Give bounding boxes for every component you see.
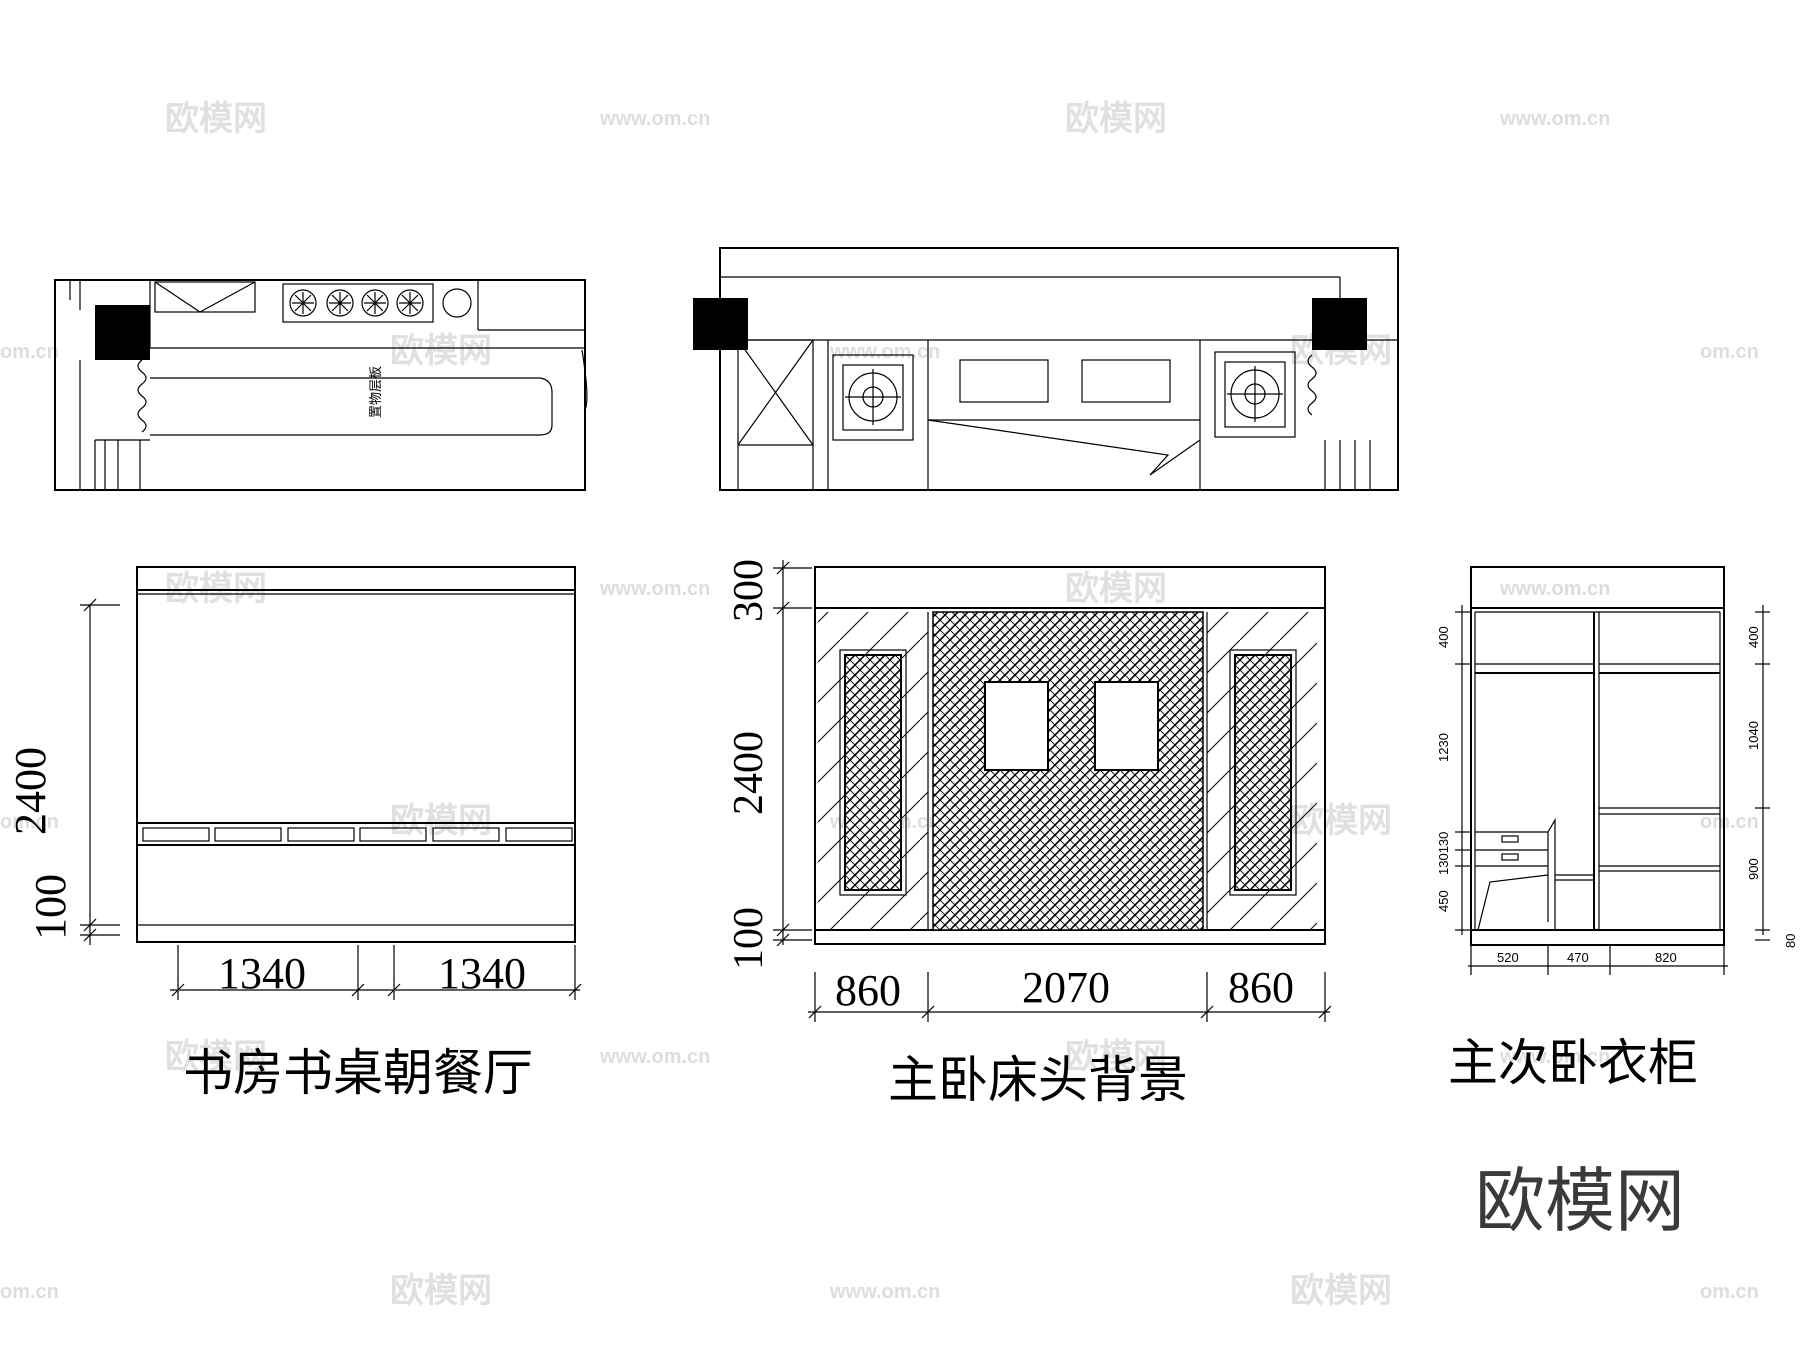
dim-left-top: 400: [1436, 626, 1451, 648]
study-elevation: 2400 100 1340 1340 书房书桌朝餐厅: [6, 566, 582, 1102]
watermark-text: 欧模网: [390, 1271, 492, 1311]
dim-width-right: 860: [1228, 963, 1294, 1012]
watermark-text: 欧模网: [165, 1037, 267, 1077]
watermark-url: www.om.cn: [1499, 578, 1610, 600]
dim-left-bottom: 450: [1436, 890, 1451, 912]
watermark-url: om.cn: [0, 1281, 59, 1303]
dim-width-2: 470: [1567, 950, 1589, 965]
watermark-url: www.om.cn: [599, 108, 710, 130]
watermark-url: www.om.cn: [1499, 1046, 1610, 1068]
dim-right-mid: 1040: [1746, 721, 1761, 750]
brand-logo: 欧模网: [1475, 1160, 1685, 1242]
dim-width-right: 1340: [438, 949, 526, 998]
dim-width-1: 520: [1497, 950, 1519, 965]
watermark-url: om.cn: [0, 811, 59, 833]
dim-left-mid: 1230: [1436, 733, 1451, 762]
wardrobe-elevation: 400 1230 130130 450 400 1040 900 80 520 …: [1436, 566, 1798, 1092]
dim-height: 2400: [6, 747, 55, 835]
watermark-url: om.cn: [1700, 1281, 1759, 1303]
dim-width-center: 2070: [1022, 963, 1110, 1012]
dim-width-left: 860: [835, 966, 901, 1015]
dim-top: 300: [726, 559, 772, 622]
bedroom-plan: [693, 247, 1399, 491]
watermark-url: om.cn: [0, 341, 59, 363]
watermark-url: www.om.cn: [1499, 108, 1610, 130]
study-plan: 置物层板: [54, 279, 588, 491]
watermark-url: www.om.cn: [829, 341, 940, 363]
bedroom-title: 主卧床头背景: [888, 1051, 1188, 1109]
bedroom-elevation: 300 2400 100 860 2070 860 主卧床头背景: [726, 559, 1332, 1109]
dim-base: 100: [26, 874, 75, 940]
dim-left-drawers: 130130: [1436, 832, 1451, 875]
shelf-label: 置物层板: [368, 366, 383, 418]
column-block: [95, 305, 150, 360]
watermark-text: 欧模网: [390, 331, 492, 371]
plant-icon: [289, 289, 424, 317]
watermark-url: om.cn: [1700, 811, 1759, 833]
dim-width-3: 820: [1655, 950, 1677, 965]
watermark-url: www.om.cn: [599, 578, 710, 600]
dim-base: 100: [726, 907, 772, 970]
lamp-icon: [442, 288, 472, 318]
watermark-url: om.cn: [1700, 341, 1759, 363]
dim-right-top: 400: [1746, 626, 1761, 648]
watermark-url: www.om.cn: [829, 1281, 940, 1303]
watermark-text: 欧模网: [390, 801, 492, 841]
dim-right-low: 900: [1746, 858, 1761, 880]
dim-width-left: 1340: [218, 949, 306, 998]
watermark-text: 欧模网: [1065, 569, 1167, 609]
study-title: 书房书桌朝餐厅: [183, 1044, 533, 1102]
wardrobe-title: 主次卧衣柜: [1448, 1034, 1698, 1092]
dim-right-base: 80: [1783, 934, 1798, 948]
watermark-text: 欧模网: [1290, 1271, 1392, 1311]
watermark-text: 欧模网: [1065, 1037, 1167, 1077]
column-block: [1312, 298, 1367, 350]
watermark-url: www.om.cn: [599, 1046, 710, 1068]
dim-height: 2400: [726, 731, 772, 815]
watermark-text: 欧模网: [1065, 99, 1167, 139]
watermark-text: 欧模网: [165, 99, 267, 139]
